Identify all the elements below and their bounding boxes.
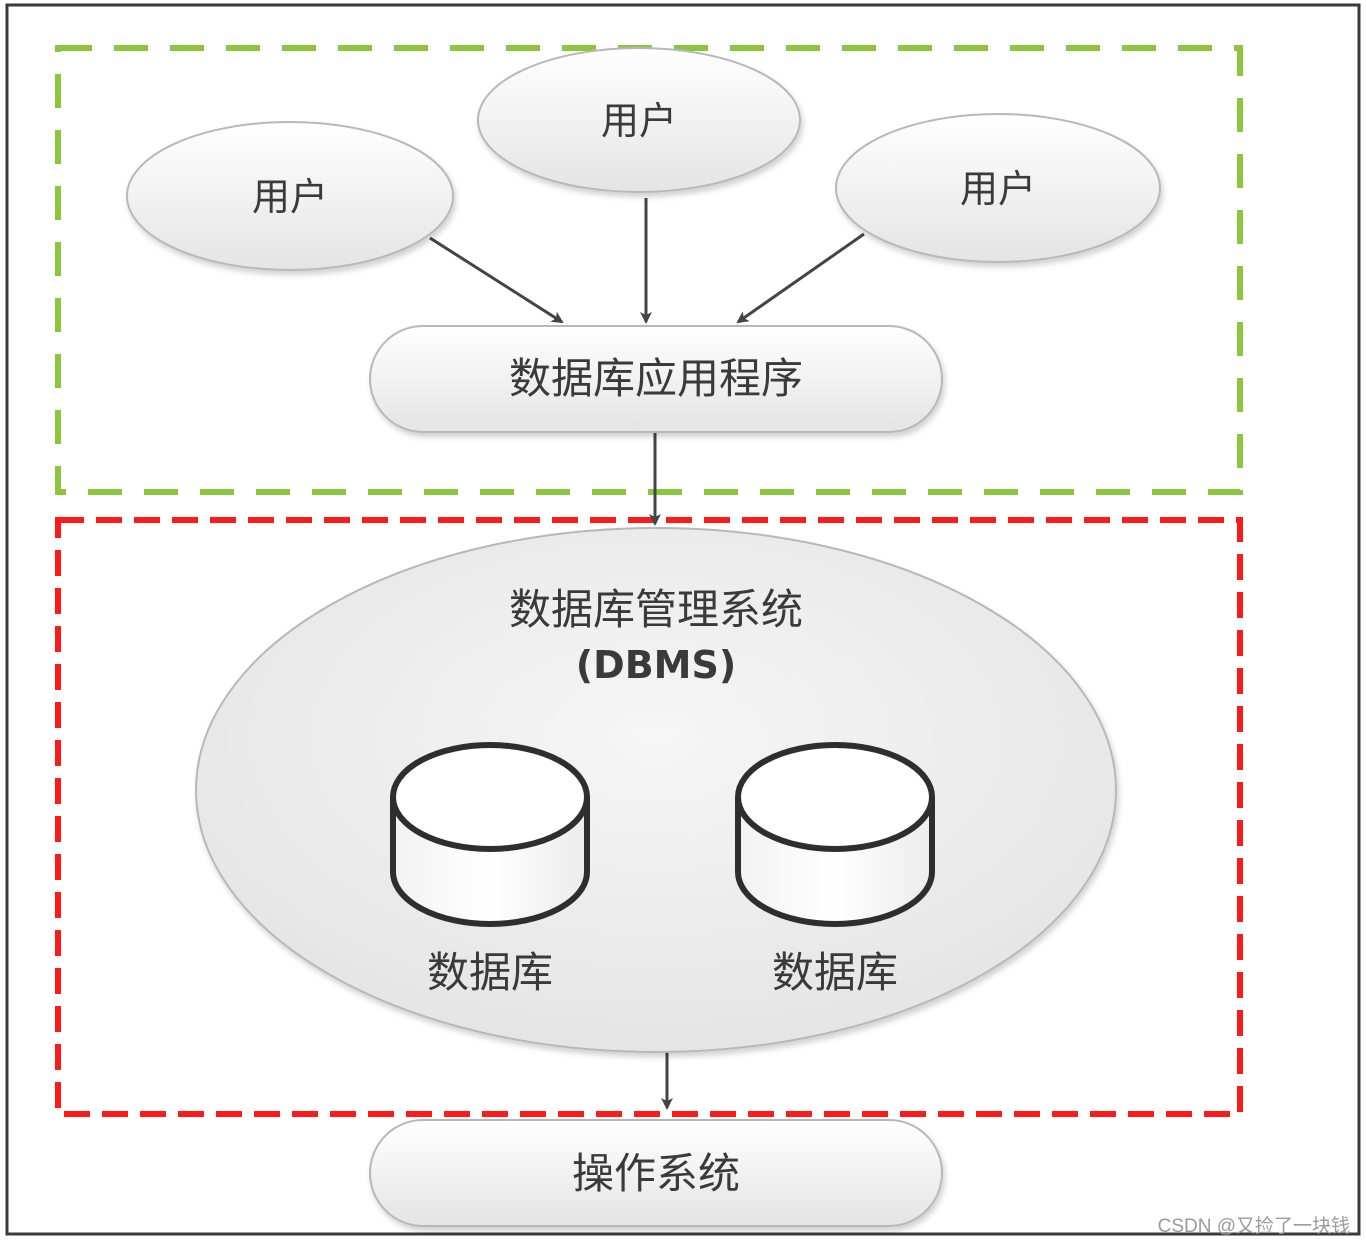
operating-system-node: 操作系统 [369, 1119, 943, 1227]
arrow-user3-to-app [736, 232, 865, 324]
user-label: 用户 [252, 175, 328, 219]
database-label: 数据库 [427, 948, 553, 997]
database-cylinder-icon: 数据库 [735, 742, 935, 997]
user-node: 用户 [835, 113, 1161, 263]
watermark: CSDN @又捡了一块钱 [1158, 1215, 1350, 1237]
arrow-user1-to-app [429, 236, 564, 324]
user-label: 用户 [601, 99, 677, 143]
user-label: 用户 [960, 167, 1036, 211]
os-label: 操作系统 [572, 1149, 740, 1198]
database-application-node: 数据库应用程序 [369, 325, 943, 433]
user-node: 用户 [126, 121, 454, 271]
app-label: 数据库应用程序 [509, 354, 803, 403]
dbms-label: 数据库管理系统 [509, 585, 803, 634]
database-label: 数据库 [772, 948, 898, 997]
dbms-node: 数据库管理系统 (DBMS) [195, 527, 1117, 1053]
database-cylinder-icon: 数据库 [390, 742, 590, 997]
user-node: 用户 [477, 47, 801, 193]
dbms-abbreviation: (DBMS) [576, 643, 736, 687]
